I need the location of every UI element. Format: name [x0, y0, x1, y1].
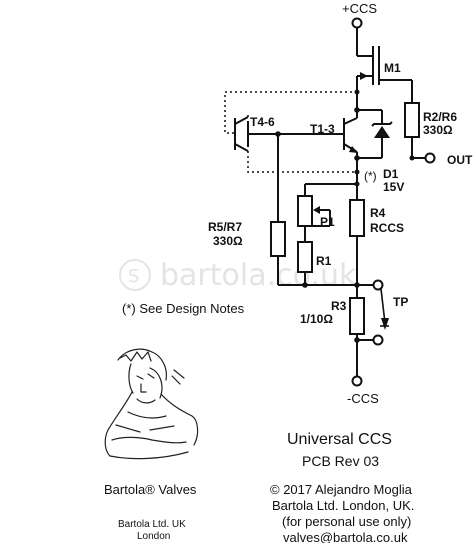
negative-rail-terminal — [351, 375, 363, 387]
watermark-text: bartola.co.uk — [160, 258, 357, 293]
email: valves@bartola.co.uk — [283, 530, 408, 543]
m1-label: M1 — [384, 61, 401, 75]
design-notes-note: (*) See Design Notes — [122, 301, 245, 316]
watermark: S bartola.co.uk — [119, 258, 357, 293]
d1-name: D1 — [383, 167, 399, 181]
resistor-r3 — [349, 297, 365, 335]
r2-r6-name: R2/R6 — [423, 110, 457, 124]
negative-rail-label: -CCS — [347, 391, 379, 406]
logo-city: London — [137, 531, 170, 542]
r4-name: R4 — [370, 206, 386, 220]
potentiometer-p1 — [297, 195, 313, 227]
p1-label: P1 — [320, 215, 335, 229]
watermark-symbol: S — [128, 266, 139, 287]
revision: PCB Rev 03 — [302, 453, 379, 469]
positive-rail-label: +CCS — [342, 1, 377, 16]
zener-diode-d1 — [371, 121, 393, 138]
usage-note: (for personal use only) — [282, 514, 411, 529]
logo-caption: Bartola® Valves — [104, 482, 197, 497]
r2-r6-value: 330Ω — [423, 123, 453, 137]
transistor-t1-3: T1-3 — [310, 118, 358, 158]
resistor-r4 — [349, 199, 365, 237]
resistor-r5-r7 — [270, 221, 286, 257]
out-terminal — [424, 152, 436, 164]
r3-name: R3 — [331, 299, 347, 313]
resistor-r1 — [297, 241, 313, 273]
asterisk-marker: (*) — [364, 169, 377, 183]
out-label: OUT — [447, 153, 473, 167]
copyright: © 2017 Alejandro Moglia — [270, 482, 413, 497]
t1-3-label: T1-3 — [310, 122, 335, 136]
positive-rail-terminal — [351, 17, 363, 29]
r4-value: RCCS — [370, 221, 404, 235]
tp-terminal-bottom — [372, 334, 384, 346]
r5-r7-value: 330Ω — [213, 234, 243, 248]
bartola-logo-sketch — [104, 348, 199, 460]
t4-6-label: T4-6 — [250, 115, 275, 129]
r1-label: R1 — [316, 254, 332, 268]
tp-label: TP — [393, 295, 408, 309]
tp-terminal-top — [372, 279, 384, 291]
d1-value: 15V — [383, 180, 404, 194]
title: Universal CCS — [287, 431, 392, 448]
logo-company: Bartola Ltd. UK — [118, 519, 186, 530]
transistor-t4-6: T4-6 — [224, 91, 357, 173]
company: Bartola Ltd. London, UK. — [272, 498, 414, 513]
r3-value: 1/10Ω — [300, 312, 333, 326]
r5-r7-name: R5/R7 — [208, 220, 242, 234]
resistor-r2-r6 — [404, 102, 420, 138]
mosfet-m1: M1 — [356, 46, 413, 110]
